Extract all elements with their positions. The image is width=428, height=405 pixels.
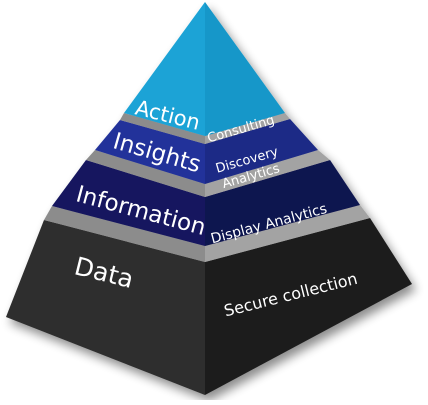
insights-layer-right-face	[205, 119, 318, 184]
pyramid-shape	[6, 2, 412, 395]
separator-insights-information-left	[86, 150, 205, 197]
action-layer-right-face	[205, 2, 285, 136]
separator-action-insights-right	[205, 113, 290, 144]
information-layer-right-face	[205, 160, 360, 246]
separator-information-data-right	[205, 205, 370, 262]
separator-insights-information-right	[205, 150, 330, 197]
separator-information-data-left	[44, 206, 205, 262]
information-layer-left-face	[52, 160, 205, 246]
separator-action-insights-left	[120, 113, 205, 144]
action-layer-left-face	[124, 2, 205, 136]
insights-layer-left-face	[95, 120, 205, 184]
data-layer-right-face	[205, 218, 412, 395]
data-layer-left-face	[6, 220, 205, 395]
